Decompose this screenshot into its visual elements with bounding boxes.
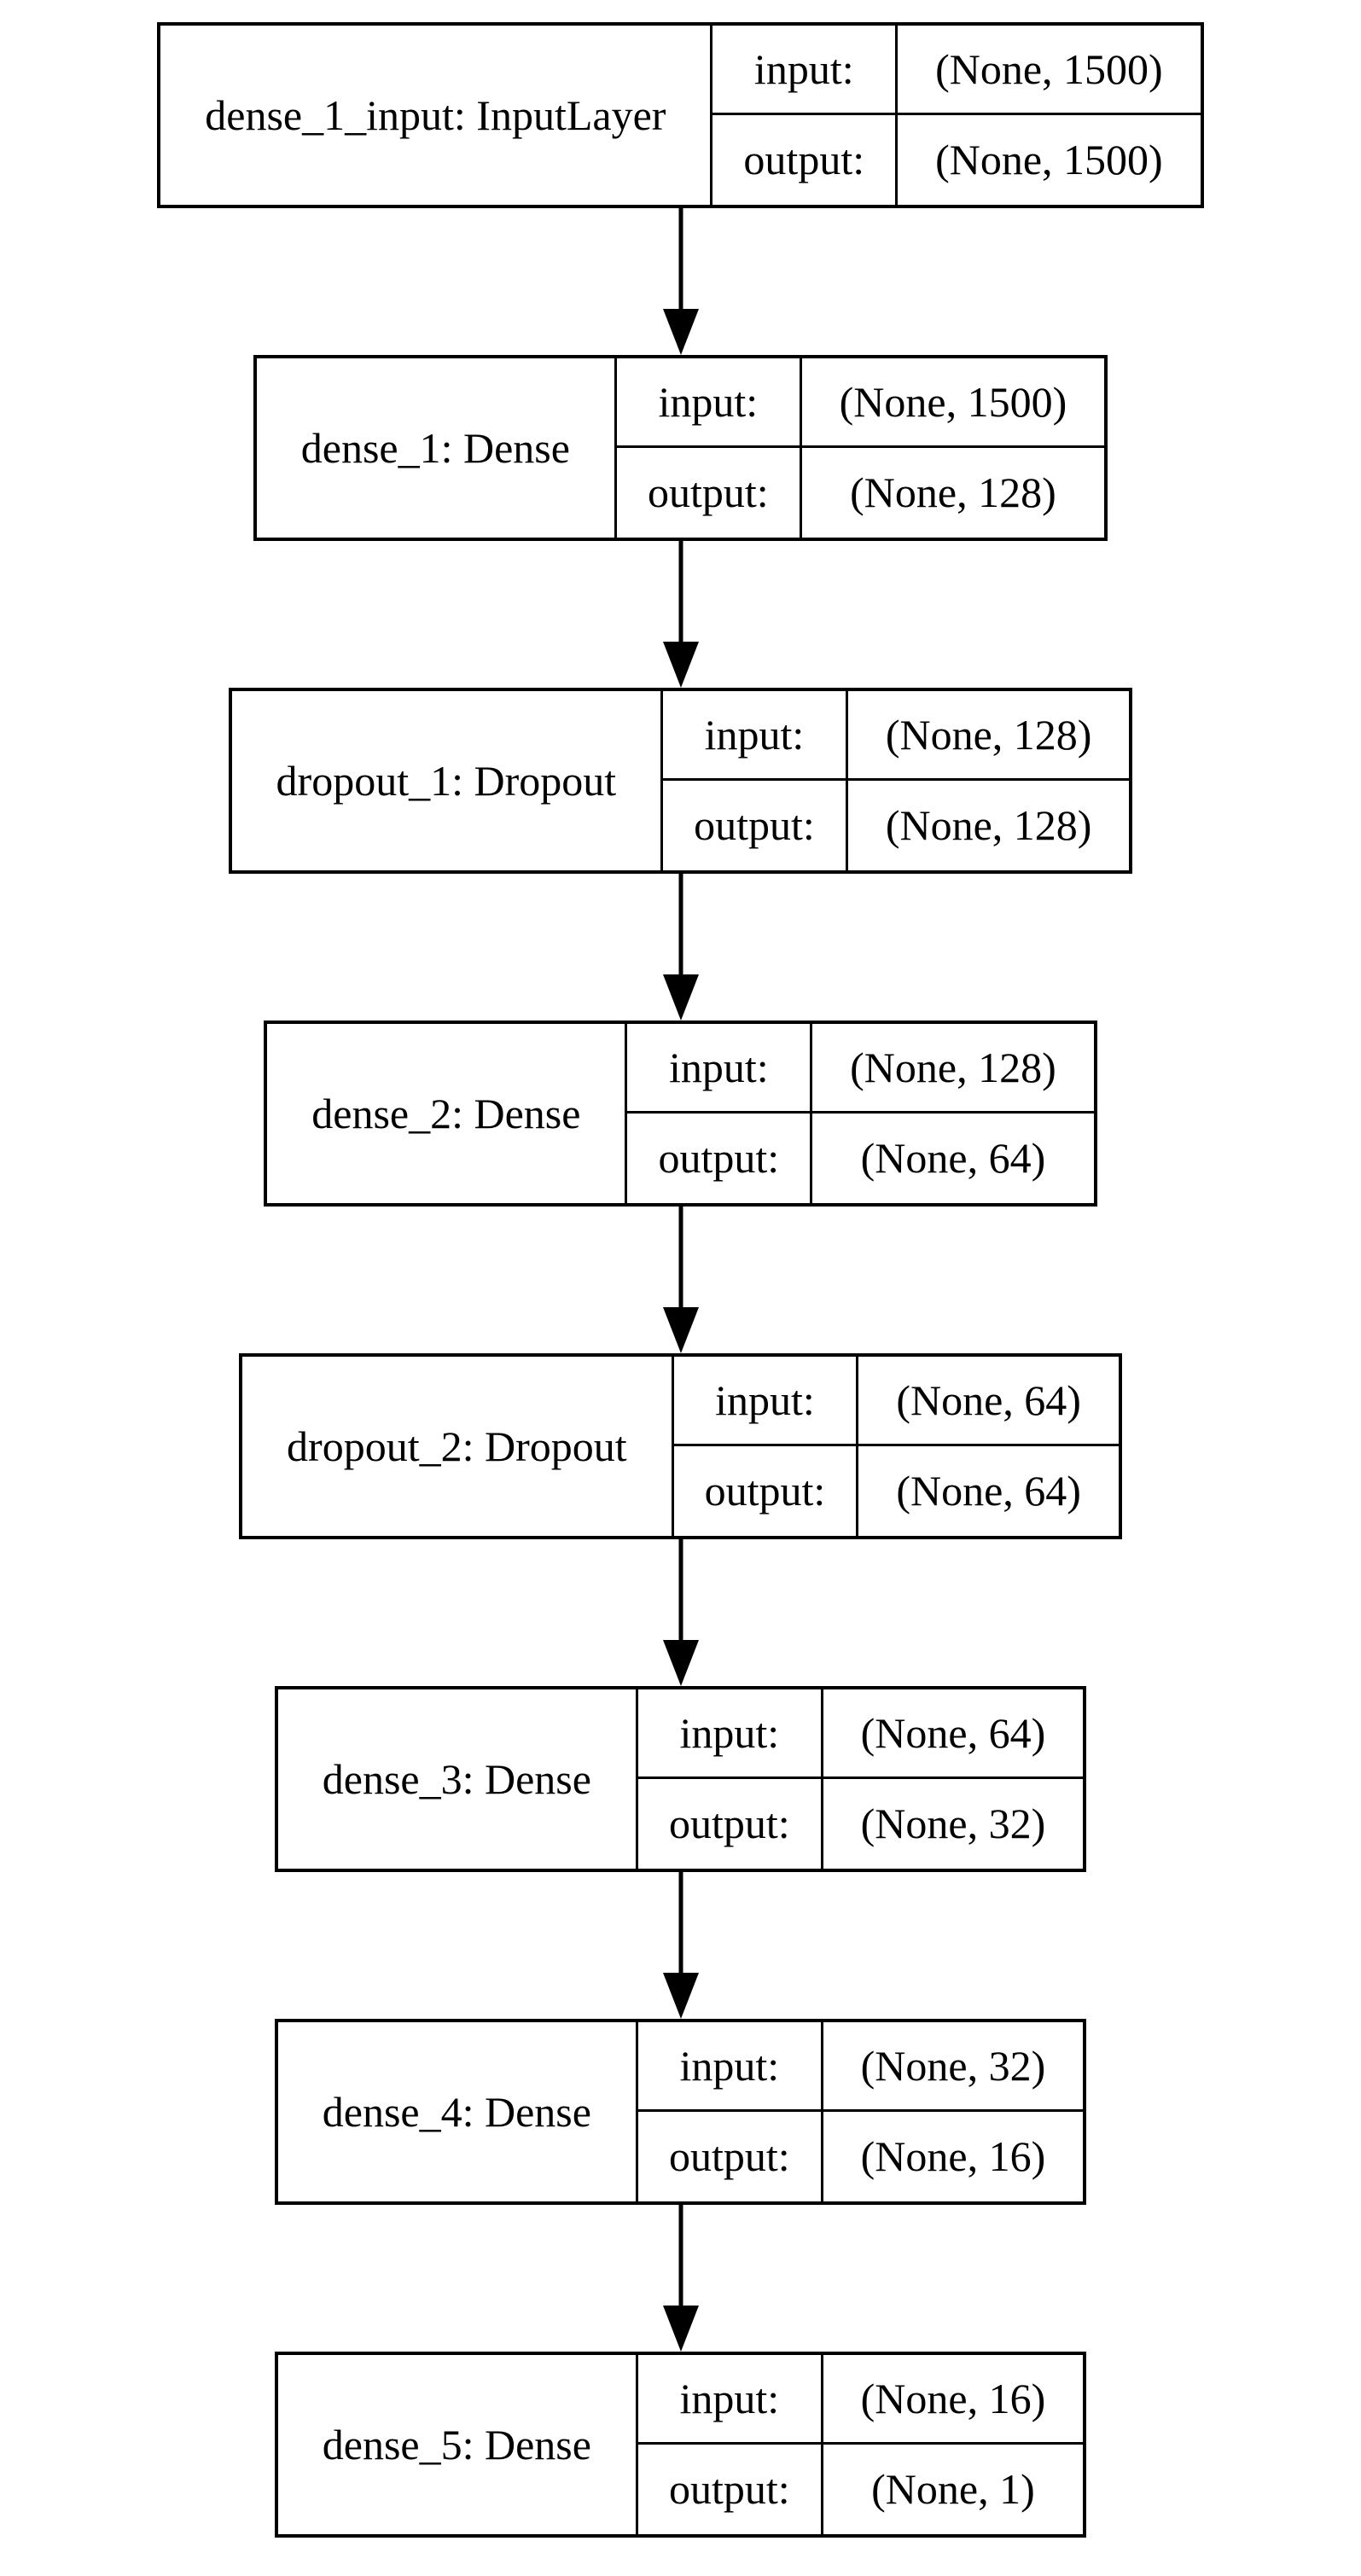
layer-name: dropout_2: Dropout [242,1357,674,1536]
arrow-down-icon [662,1539,699,1686]
flow-arrow [660,2205,701,2352]
layer-name: dense_4: Dense [278,2022,638,2201]
layer-node-dropout-1: dropout_1: Dropout input: (None, 128) ou… [228,688,1133,874]
input-shape: (None, 128) [812,1024,1094,1114]
arrow-down-icon [662,541,699,688]
input-label: input: [637,1689,823,1779]
output-label: output: [638,1779,823,1869]
arrow-down-icon [662,2205,699,2352]
output-shape: (None, 32) [860,1800,1046,1847]
flow-arrow [660,1539,701,1686]
input-shape: (None, 64) [858,1357,1119,1446]
flow-arrow [660,1872,701,2019]
input-shape: (None, 64) [823,1689,1084,1779]
output-shape: (None, 64) [896,1467,1081,1515]
layer-name: dense_5: Dense [278,2355,638,2534]
input-shape: (None, 32) [823,2022,1084,2112]
layer-node-dropout-2: dropout_2: Dropout input: (None, 64) out… [239,1353,1122,1539]
output-shape: (None, 128) [850,468,1056,516]
input-label: input: [712,26,899,115]
flow-arrow [660,208,701,355]
input-shape: (None, 16) [823,2355,1084,2445]
arrow-down-icon [662,874,699,1021]
output-label: output: [627,1114,813,1203]
output-label: output: [638,2112,823,2201]
output-label: output: [638,2445,823,2534]
input-shape: (None, 1500) [898,26,1201,115]
output-label: output: [617,448,802,538]
output-shape: (None, 128) [885,801,1092,849]
input-label: input: [663,691,848,781]
output-shape: (None, 1) [871,2465,1035,2513]
output-label: output: [663,781,848,870]
flow-arrow [660,874,701,1021]
input-label: input: [627,1024,813,1114]
layer-name: dense_1_input: InputLayer [160,26,713,205]
flow-arrow [660,1207,701,1353]
output-shape: (None, 1500) [935,136,1163,183]
input-shape: (None, 1500) [801,358,1105,448]
layer-name: dense_3: Dense [278,1689,638,1869]
input-label: input: [637,2022,823,2112]
layer-name: dropout_1: Dropout [232,691,664,870]
output-shape: (None, 64) [860,1134,1046,1182]
output-shape: (None, 16) [860,2132,1046,2180]
layer-name: dense_1: Dense [257,358,617,538]
layer-node-dense-2: dense_2: Dense input: (None, 128) output… [264,1021,1097,1207]
arrow-down-icon [662,1872,699,2019]
layer-node-dense-5: dense_5: Dense input: (None, 16) output:… [274,2352,1087,2538]
input-label: input: [616,358,802,448]
input-label: input: [637,2355,823,2445]
arrow-down-icon [662,1207,699,1353]
flow-arrow [660,541,701,688]
arrow-down-icon [662,208,699,355]
layer-node-dense-3: dense_3: Dense input: (None, 64) output:… [274,1686,1087,1872]
layer-node-dense-4: dense_4: Dense input: (None, 32) output:… [274,2019,1087,2205]
layer-node-dense-1: dense_1: Dense input: (None, 1500) outpu… [253,355,1108,541]
layer-name: dense_2: Dense [267,1024,628,1203]
output-label: output: [712,115,899,205]
input-shape: (None, 128) [847,691,1130,781]
input-label: input: [673,1357,859,1446]
layer-node-dense-1-input: dense_1_input: InputLayer input: (None, … [157,22,1204,208]
output-label: output: [674,1446,859,1536]
